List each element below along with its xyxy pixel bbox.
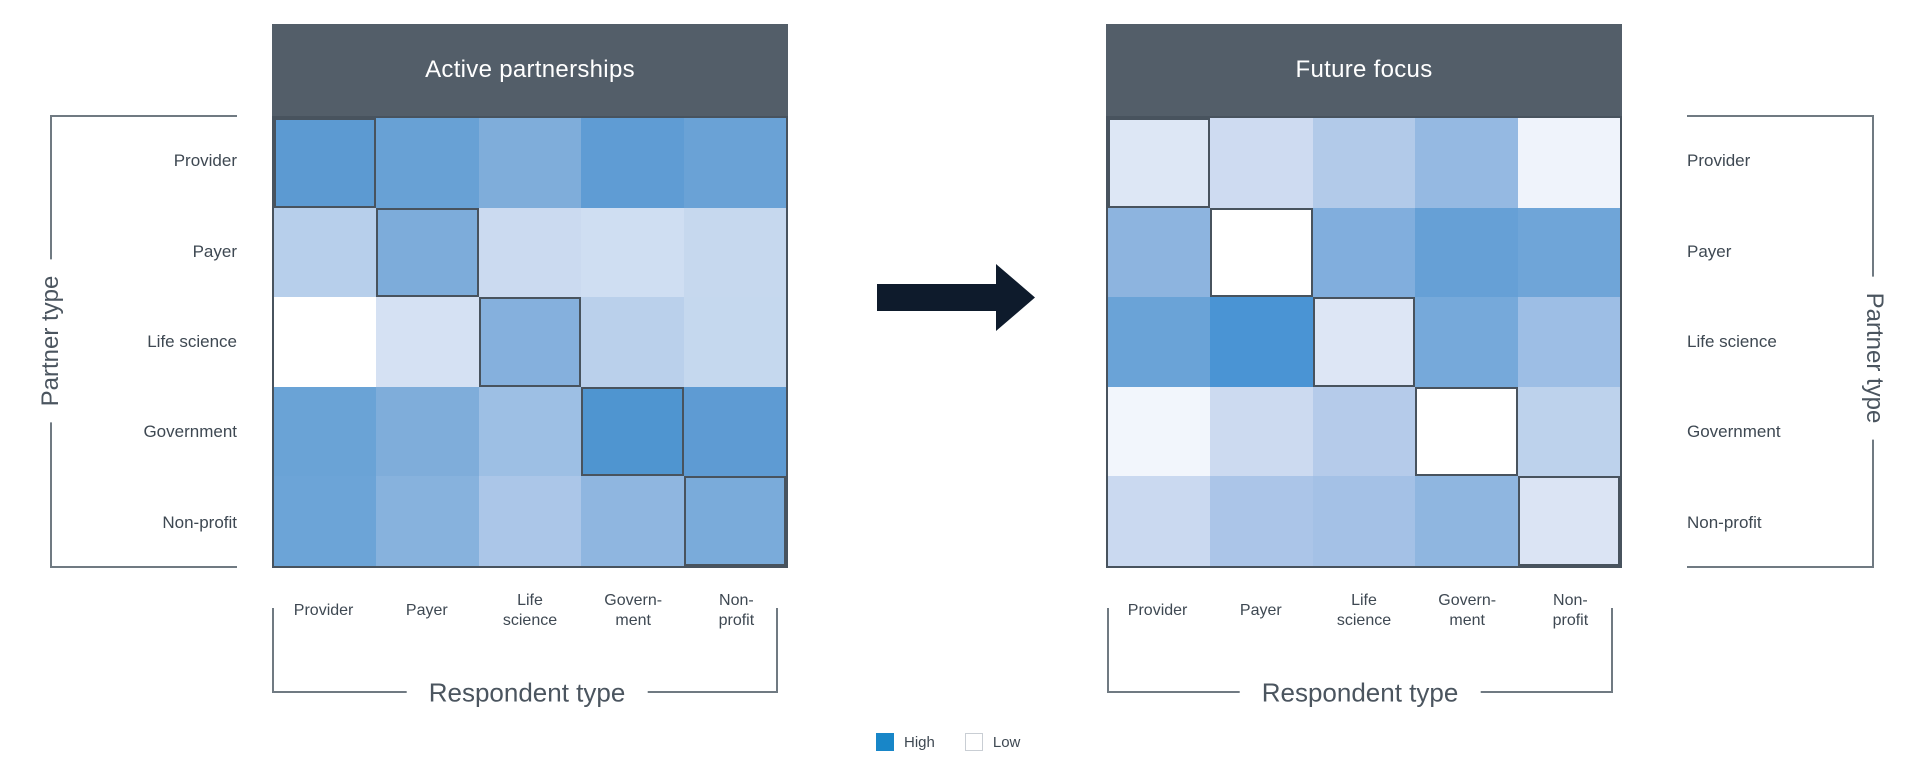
heatmap-cell-active-partnerships-r4c2 <box>478 476 582 566</box>
heatmap-cell-future-focus-r0c2 <box>1312 118 1416 208</box>
heatmap-cell-active-partnerships-r2c2 <box>478 297 582 387</box>
heatmap-cell-active-partnerships-r4c4 <box>683 476 786 566</box>
respondent-tick-label: Payer <box>405 602 448 619</box>
heatmap-cell-future-focus-r1c3 <box>1415 207 1518 298</box>
heatmap-cell-future-focus-r1c2 <box>1312 207 1416 298</box>
respondent-tick-label: Life science <box>1336 592 1392 629</box>
heatmap-cell-future-focus-r3c1 <box>1210 386 1313 477</box>
partner-tick-label: Provider <box>173 151 237 171</box>
heatmap-cell-future-focus-r3c2 <box>1312 386 1416 477</box>
arrow-shape <box>877 264 1035 331</box>
heatmap-grid-future-focus <box>1106 116 1622 568</box>
partner-tick-label: Provider <box>1687 151 1751 171</box>
heatmap-cell-active-partnerships-r3c0 <box>274 386 377 477</box>
respondent-axis-label-left: Respondent type <box>406 675 648 711</box>
heatmap-cell-active-partnerships-r1c2 <box>478 207 582 298</box>
heatmap-cell-active-partnerships-r0c4 <box>683 118 786 208</box>
respondent-tick-label: Govern- ment <box>604 592 663 629</box>
heatmap-cell-active-partnerships-r0c1 <box>376 118 479 208</box>
heatmap-cell-future-focus-r3c0 <box>1108 386 1211 477</box>
heatmap-title-future-focus: Future focus <box>1106 24 1622 116</box>
respondent-tick-label: Govern- ment <box>1438 592 1497 629</box>
heatmap-cell-active-partnerships-r3c2 <box>478 386 582 477</box>
legend-high-label: High <box>904 733 935 751</box>
legend-low-label: Low <box>992 733 1021 751</box>
partner-tick-label: Non-profit <box>1687 512 1762 532</box>
arrow-right-icon <box>877 264 1035 331</box>
heatmap-cell-future-focus-r4c3 <box>1415 476 1518 566</box>
heatmap-cell-active-partnerships-r1c0 <box>274 207 377 298</box>
legend-low-swatch <box>964 733 983 751</box>
heatmap-cell-active-partnerships-r2c0 <box>274 297 377 387</box>
partner-tick-label: Payer <box>1687 241 1732 261</box>
partner-axis-bracket-right <box>1687 115 1874 568</box>
heatmap-cell-future-focus-r2c3 <box>1415 297 1518 387</box>
heatmap-cell-active-partnerships-r3c3 <box>581 386 684 477</box>
heatmap-cell-future-focus-r0c3 <box>1415 118 1518 208</box>
heatmap-cell-future-focus-r4c4 <box>1517 476 1620 566</box>
heatmap-cell-future-focus-r1c0 <box>1108 207 1211 298</box>
heatmap-cell-future-focus-r0c0 <box>1108 118 1211 208</box>
heatmap-cell-future-focus-r2c0 <box>1108 297 1211 387</box>
respondent-tick-label: Non- profit <box>718 592 755 629</box>
partner-tick-label: Non-profit <box>162 512 237 532</box>
partner-tick-label: Life science <box>1687 332 1777 352</box>
heatmap-cell-active-partnerships-r1c3 <box>581 207 684 298</box>
heatmap-cell-active-partnerships-r0c2 <box>478 118 582 208</box>
respondent-tick-labels-right: Provider Payer Life science Govern- ment Non… <box>1106 588 1622 634</box>
heatmap-cell-future-focus-r2c4 <box>1517 297 1620 387</box>
heatmap-cell-future-focus-r0c1 <box>1210 118 1313 208</box>
heatmap-cell-future-focus-r1c1 <box>1210 207 1313 298</box>
heatmap-cell-future-focus-r2c2 <box>1312 297 1416 387</box>
heatmap-active-partnerships: Active partnerships <box>272 24 788 568</box>
legend: High Low <box>876 733 1020 751</box>
heatmap-cell-active-partnerships-r2c3 <box>581 297 684 387</box>
heatmap-cell-future-focus-r4c2 <box>1312 476 1416 566</box>
heatmap-cell-active-partnerships-r1c1 <box>376 207 479 298</box>
heatmap-grid-active-partnerships <box>272 116 788 568</box>
heatmap-cell-active-partnerships-r2c1 <box>376 297 479 387</box>
partner-tick-label: Government <box>1687 422 1781 442</box>
legend-high-swatch <box>876 733 894 751</box>
heatmap-future-focus: Future focus <box>1106 24 1622 568</box>
heatmap-cell-active-partnerships-r2c4 <box>683 297 786 387</box>
heatmap-cell-active-partnerships-r3c4 <box>683 386 786 477</box>
partner-tick-label: Life science <box>147 332 237 352</box>
partner-tick-label: Payer <box>192 241 237 261</box>
heatmap-cell-future-focus-r4c0 <box>1108 476 1211 566</box>
respondent-tick-label: Payer <box>1239 602 1282 619</box>
heatmap-cell-active-partnerships-r0c3 <box>581 118 684 208</box>
partner-axis-label-right: Partner type <box>1854 276 1894 440</box>
respondent-tick-label: Provider <box>293 602 354 619</box>
respondent-tick-label: Life science <box>502 592 558 629</box>
respondent-tick-label: Non- profit <box>1552 592 1589 629</box>
heatmap-cell-future-focus-r3c4 <box>1517 386 1620 477</box>
partner-axis-label-left: Partner type <box>31 259 71 423</box>
heatmap-cell-future-focus-r2c1 <box>1210 297 1313 387</box>
heatmap-cell-active-partnerships-r4c3 <box>581 476 684 566</box>
heatmap-cell-future-focus-r4c1 <box>1210 476 1313 566</box>
heatmap-cell-future-focus-r3c3 <box>1415 386 1518 477</box>
heatmap-cell-active-partnerships-r3c1 <box>376 386 479 477</box>
heatmap-cell-active-partnerships-r1c4 <box>683 207 786 298</box>
heatmap-cell-active-partnerships-r4c0 <box>274 476 377 566</box>
partner-tick-label: Government <box>143 422 237 442</box>
respondent-tick-labels-left: Provider Payer Life science Govern- ment Non… <box>272 588 788 634</box>
respondent-tick-label: Provider <box>1127 602 1188 619</box>
heatmap-cell-future-focus-r0c4 <box>1517 118 1620 208</box>
heatmap-cell-active-partnerships-r0c0 <box>274 118 377 208</box>
heatmap-cell-active-partnerships-r4c1 <box>376 476 479 566</box>
respondent-axis-label-right: Respondent type <box>1239 675 1481 711</box>
heatmap-cell-future-focus-r1c4 <box>1517 207 1620 298</box>
heatmap-title-active-partnerships: Active partnerships <box>272 24 788 116</box>
